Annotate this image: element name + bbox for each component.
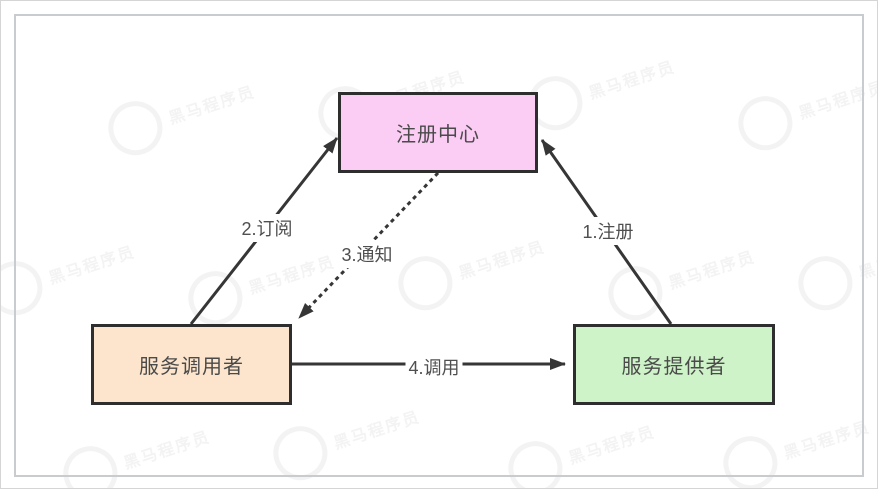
node-provider-label: 服务提供者 [621, 356, 727, 378]
node-registry-label: 注册中心 [396, 124, 480, 146]
node-registry-center: 注册中心 [338, 92, 538, 173]
edge-label-invoke: 4.调用 [405, 353, 463, 381]
edge-label-subscribe: 2.订阅 [238, 214, 296, 242]
node-service-consumer: 服务调用者 [91, 324, 292, 405]
node-service-provider: 服务提供者 [573, 324, 775, 405]
node-consumer-label: 服务调用者 [139, 356, 244, 378]
edge-label-notify: 3.通知 [338, 240, 396, 268]
edge-notify-arrow [296, 171, 440, 321]
edge-label-register: 1.注册 [579, 217, 637, 245]
